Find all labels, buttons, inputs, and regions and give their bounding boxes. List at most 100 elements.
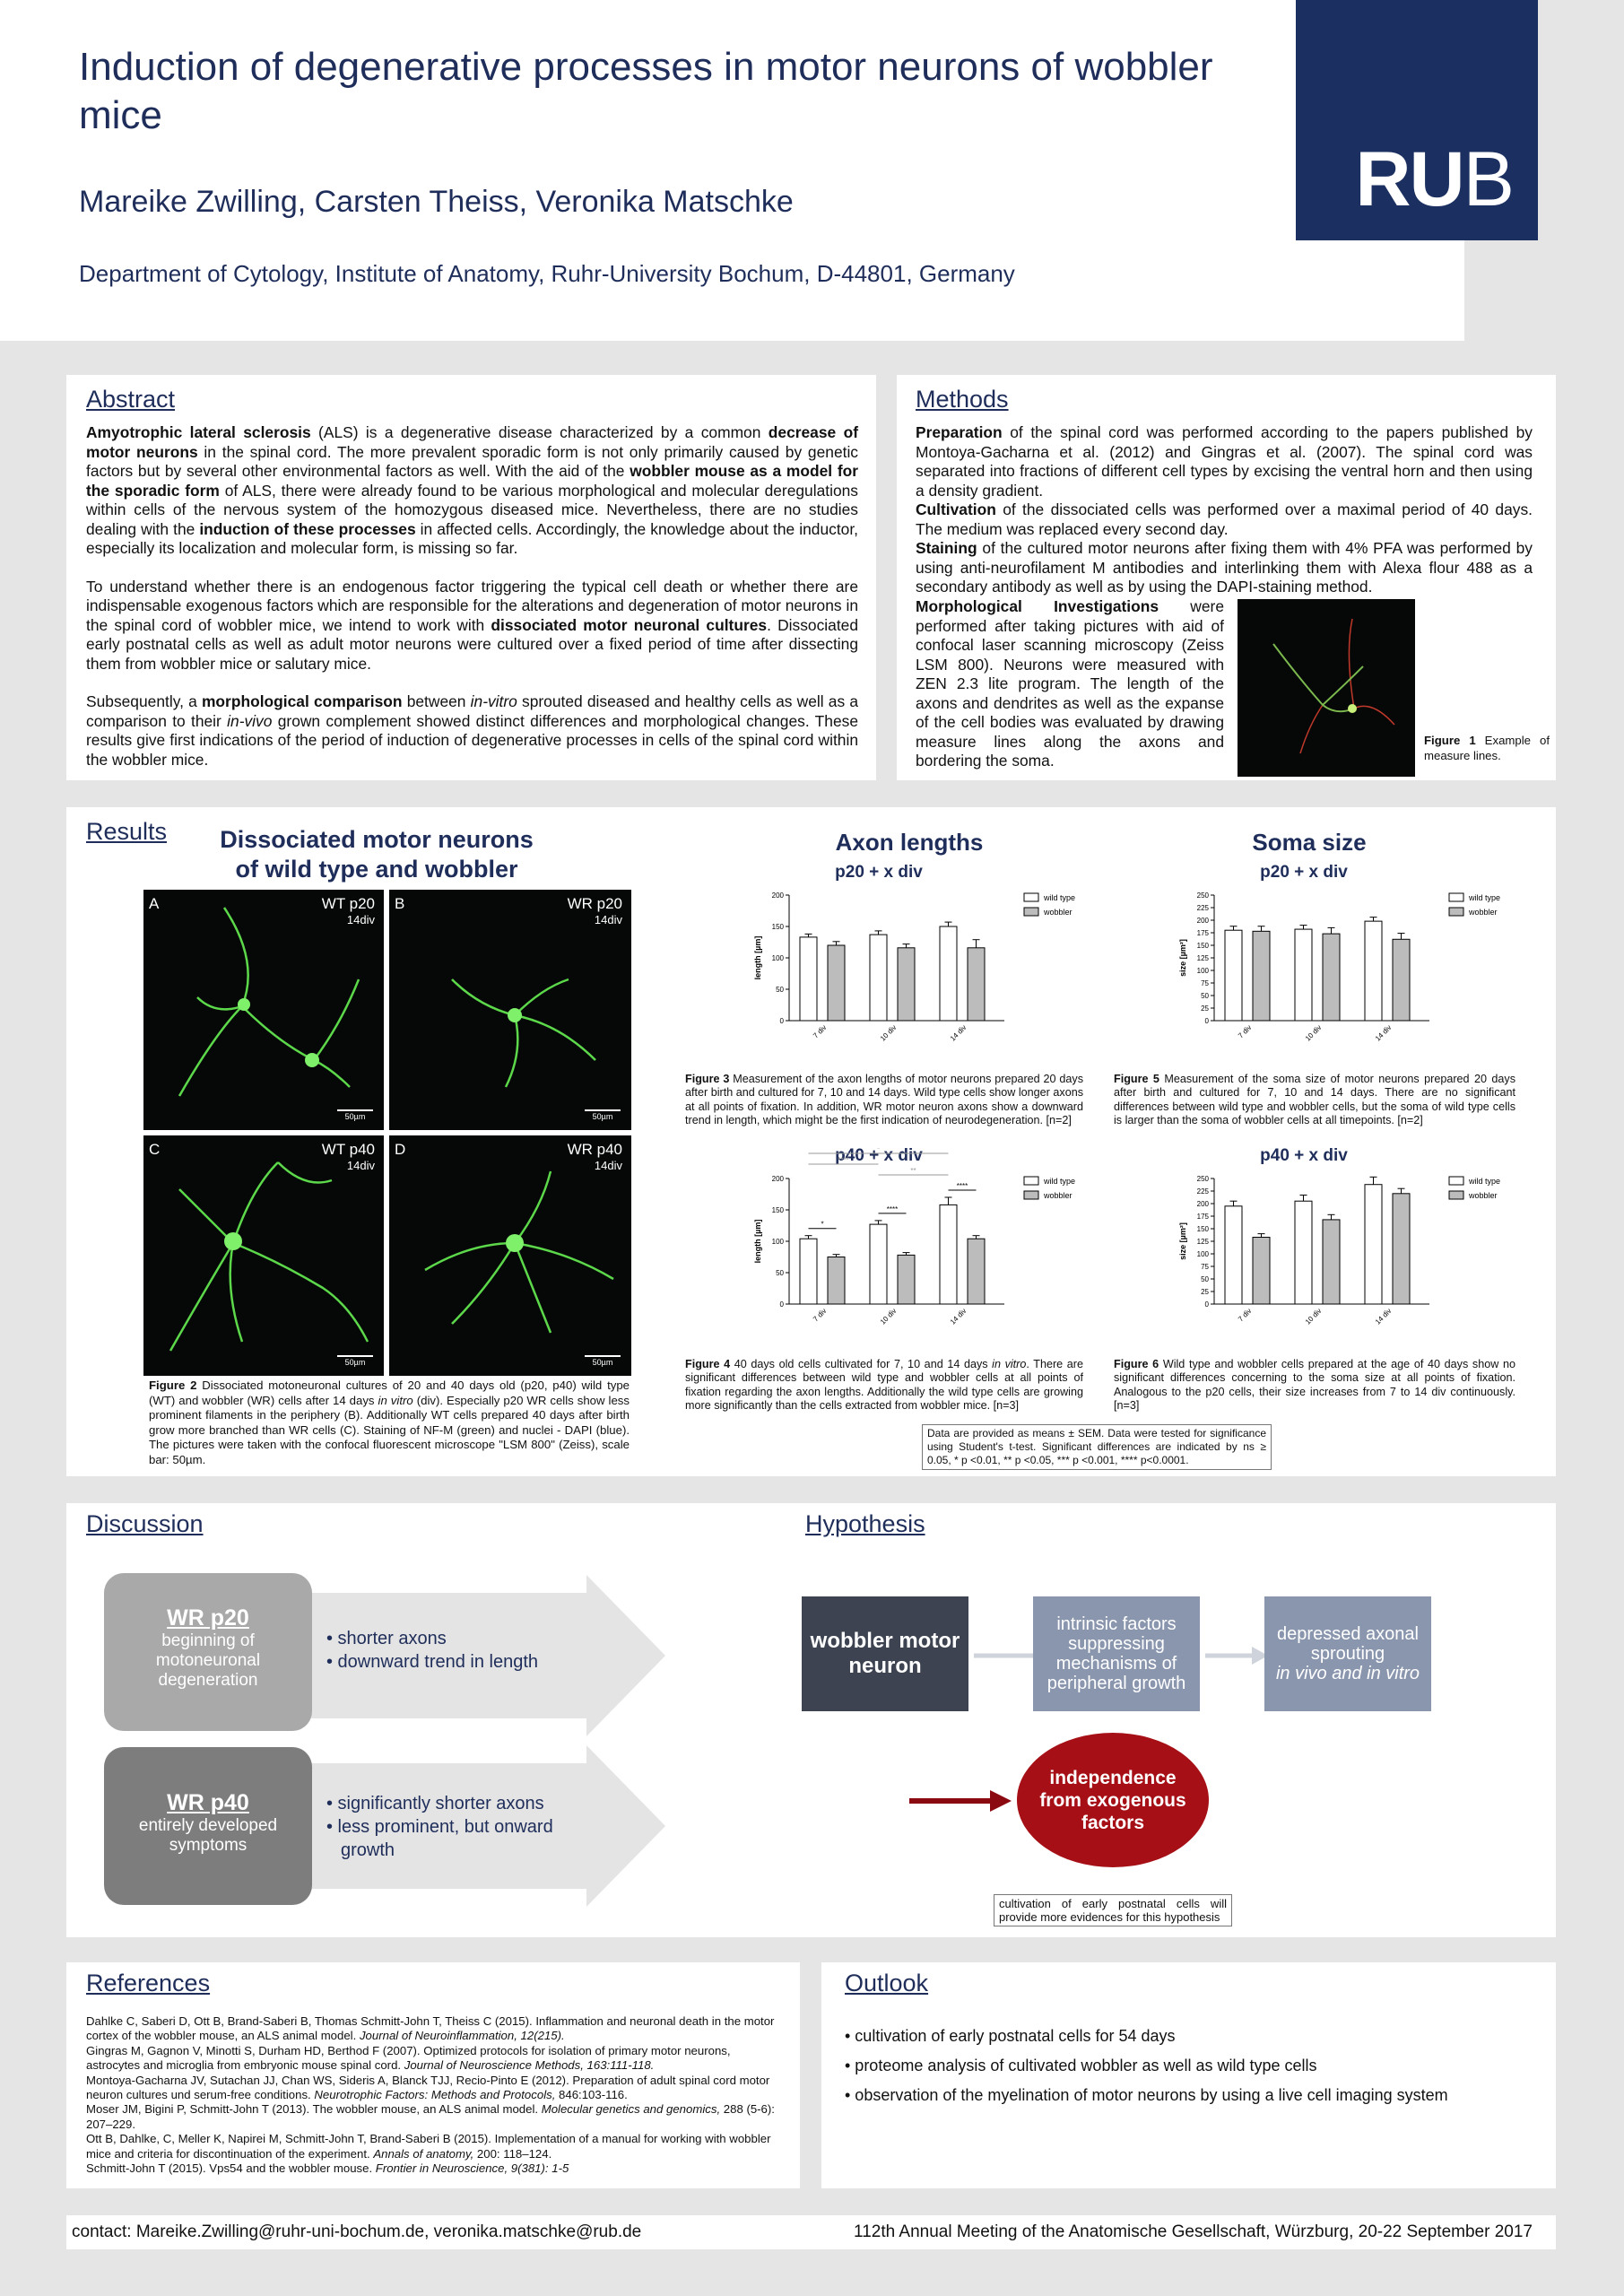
stats-note: Data are provided as means ± SEM. Data w… [922,1424,1272,1470]
soma-p20-chart: p20 + x div0255075100125150175200225250s… [1178,865,1500,1043]
reference-item: Ott B, Dahlke, C, Meller K, Napirei M, S… [86,2132,771,2161]
abstract-body: Amyotrophic lateral sclerosis (ALS) is a… [86,423,858,788]
y-tick-label: 100 [772,1238,785,1246]
y-tick-label: 150 [772,1206,785,1214]
x-tick-label: 10 div [879,1023,898,1042]
header: Induction of degenerative processes in m… [0,0,1464,341]
discussion-heading: Discussion [86,1510,204,1537]
significance-label: **** [887,1205,898,1213]
y-tick-label: 125 [1197,954,1210,962]
hypothesis-note: cultivation of early postnatal cells wil… [994,1894,1232,1926]
y-tick-label: 150 [1197,1225,1210,1233]
department: Department of Cytology, Institute of Ana… [79,260,1015,287]
methods-body: Preparation of the spinal cord was perfo… [916,423,1533,597]
wr-p40-box: WR p40 entirely developed symptoms [104,1747,312,1905]
methods-morphology: Morphological Investigations were perfor… [916,597,1224,770]
y-tick-label: 50 [776,1269,784,1277]
legend-label: wild type [1043,1177,1075,1186]
results-heading: Results [86,818,168,845]
legend-label: wild type [1468,1177,1500,1186]
legend-swatch [1448,1190,1464,1200]
neuron-a [178,907,360,1097]
y-axis-label: size [µm²] [1178,1222,1187,1260]
chart-title: p20 + x div [835,865,923,882]
x-tick-label: 7 div [1237,1307,1253,1323]
wobbler-bar [967,1238,986,1305]
y-tick-label: 200 [772,891,785,900]
wild-type-bar [1224,1205,1243,1305]
methods-preparation: Preparation of the spinal cord was perfo… [916,423,1533,500]
outlook-heading: Outlook [845,1970,929,1996]
wobbler-bar [1252,1237,1271,1305]
legend-label: wild type [1043,893,1075,902]
independence-oval: independence from exogenous factors [1017,1733,1209,1867]
hypothesis-heading: Hypothesis [805,1510,925,1537]
wobbler-bar [897,947,916,1022]
x-tick-label: 14 div [1374,1023,1393,1042]
neuron-b [451,978,596,1088]
legend-label: wild type [1468,893,1500,902]
y-tick-label: 100 [1197,967,1210,975]
wild-type-bar [939,1204,958,1305]
outlook-item: • proteome analysis of cultivated wobble… [845,2057,1317,2074]
y-tick-label: 50 [1201,992,1209,1000]
hyp-wobbler-box: wobbler motor neuron [802,1596,968,1711]
y-tick-label: 225 [1197,1187,1210,1196]
wobbler-bar [1322,933,1341,1022]
y-tick-label: 50 [776,986,784,994]
hyp-intrinsic-box: intrinsic factors suppressing mechanisms… [1033,1596,1200,1711]
p20-findings: • shorter axons • downward trend in leng… [326,1629,539,1672]
legend-swatch [1023,1190,1039,1200]
abstract-p3: Subsequently, a morphological comparison… [86,692,859,769]
p20-arrow [291,1575,665,1736]
results-panel: Results Dissociated motor neurons of wil… [66,807,1556,1476]
y-tick-label: 200 [1197,1200,1210,1208]
axon-lengths-title: Axon lengths [835,829,984,856]
wild-type-bar [1294,928,1313,1022]
y-tick-label: 150 [772,923,785,931]
y-tick-label: 250 [1197,891,1210,900]
wobbler-bar [1392,938,1411,1022]
legend-swatch [1023,1176,1039,1186]
reference-item: Moser JM, Bigini P, Schmitt-John T (2013… [86,2102,775,2131]
figure4-caption: Figure 4 40 days old cells cultivated fo… [685,1358,1083,1413]
footer: contact: Mareike.Zwilling@ruhr-uni-bochu… [66,2215,1556,2249]
measure-lines-neuron [1272,618,1395,754]
outlook-panel: Outlook • cultivation of early postnatal… [821,1962,1556,2188]
y-axis-label: size [µm²] [1178,939,1187,977]
significance-label: **** [838,1156,848,1164]
meeting-info: 112th Annual Meeting of the Anatomische … [854,2222,1533,2241]
p40-findings: • significantly shorter axons • less pro… [326,1794,553,1860]
contact: contact: Mareike.Zwilling@ruhr-uni-bochu… [72,2222,642,2241]
legend-swatch [1023,892,1039,902]
wild-type-bar [799,936,818,1022]
legend-swatch [1448,892,1464,902]
x-tick-label: 14 div [949,1307,968,1326]
y-tick-label: 125 [1197,1238,1210,1246]
figure1-image [1238,599,1415,777]
reference-item: Schmitt-John T (2015). Vps54 and the wob… [86,2161,569,2176]
significance-label: * [821,1221,823,1229]
hyp-arrow-red [909,1790,1012,1812]
x-tick-label: 14 div [1374,1307,1393,1326]
wobbler-bar [897,1254,916,1305]
figure5-caption: Figure 5 Measurement of the soma size of… [1114,1073,1515,1127]
y-tick-label: 225 [1197,904,1210,912]
chart-title: p40 + x div [835,1148,923,1165]
outlook-list: • cultivation of early postnatal cells f… [845,2022,1448,2110]
methods-cultivation: Cultivation of the dissociated cells was… [916,500,1533,538]
methods-panel: Methods Preparation of the spinal cord w… [897,375,1556,780]
wobbler-bar [1322,1219,1341,1305]
wobbler-bar [1252,930,1271,1022]
reference-item: Gingras M, Gagnon V, Minotti S, Durham H… [86,2043,731,2073]
legend-swatch [1023,907,1039,917]
reference-item: Montoya-Gacharna JV, Sutachan JJ, Chan W… [86,2073,770,2102]
abstract-p2: To understand whether there is an endoge… [86,577,858,673]
legend-swatch [1448,907,1464,917]
wobbler-bar [827,944,846,1022]
y-tick-label: 250 [1197,1175,1210,1183]
